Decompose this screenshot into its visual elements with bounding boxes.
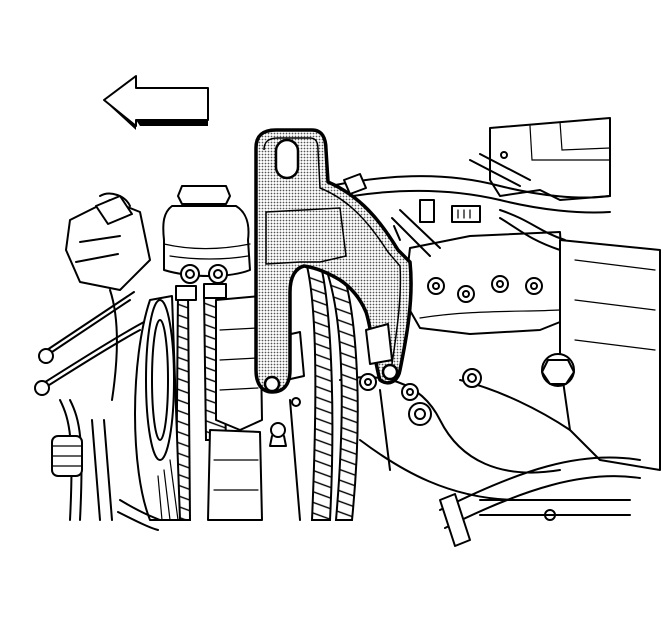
direction-arrow-icon	[103, 75, 209, 130]
mount-hardware	[343, 173, 401, 365]
harness-bundle	[304, 257, 359, 521]
highlighted-bracket	[254, 128, 413, 394]
wiring-harness	[329, 153, 611, 257]
engine-block	[339, 117, 661, 547]
center-lower-components	[207, 295, 305, 521]
left-accessories	[34, 192, 161, 531]
drive-pulley	[134, 295, 181, 521]
